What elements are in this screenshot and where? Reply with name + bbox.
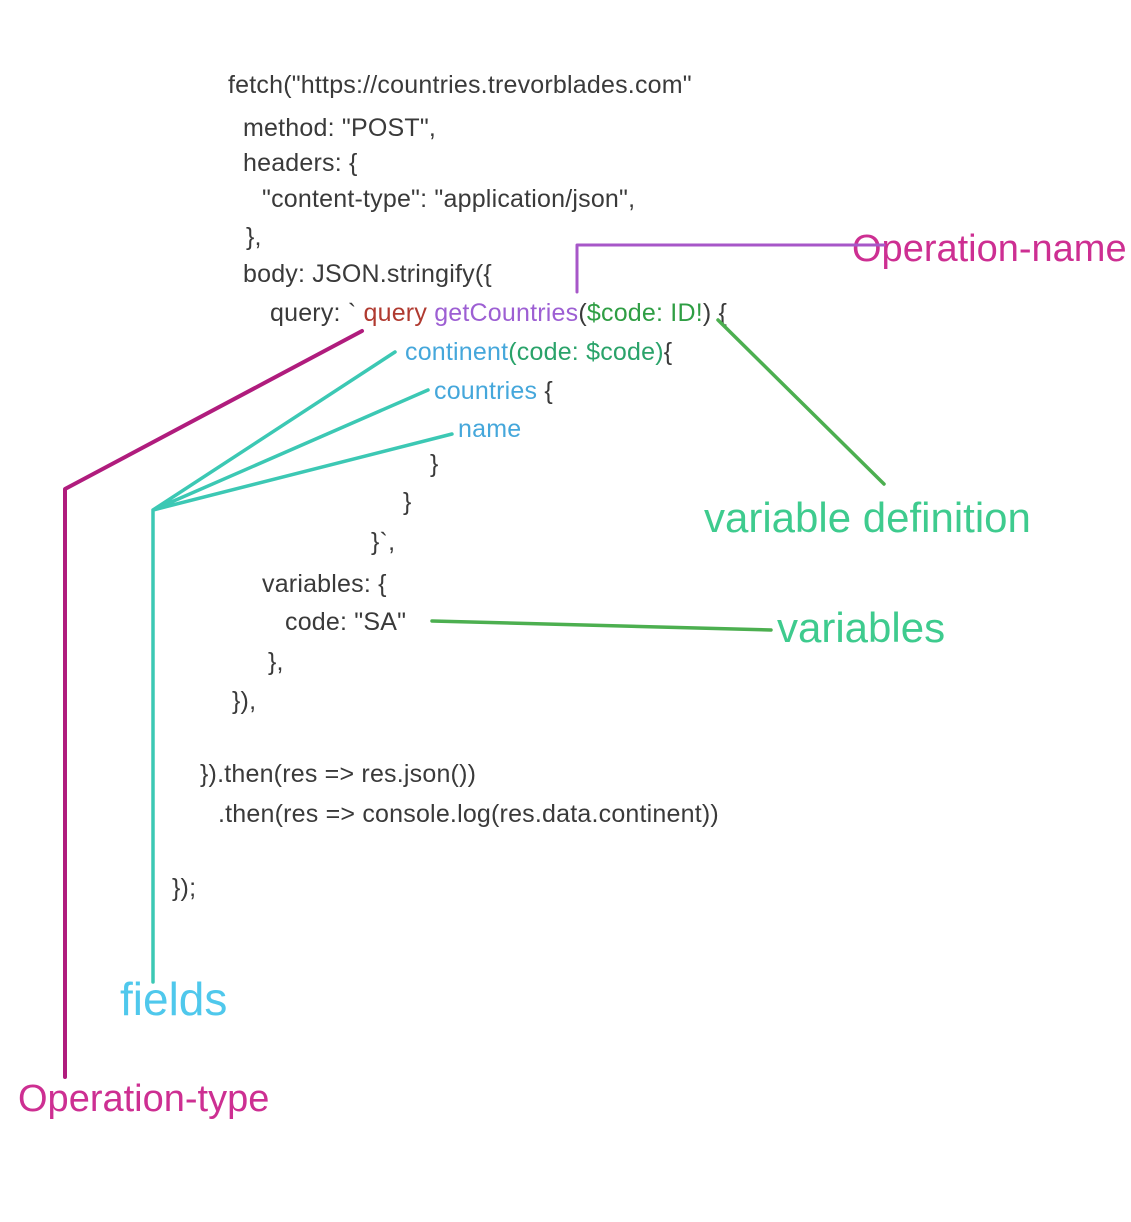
code-line-headers: headers: { <box>243 149 358 177</box>
code-line-body: body: JSON.stringify({ <box>243 260 492 288</box>
code-line-name: name <box>458 415 522 443</box>
operation-name-label: Operation-name <box>852 228 1127 270</box>
code-line-headers-close: }, <box>246 223 262 251</box>
code-line-content-type: "content-type": "application/json", <box>262 185 636 213</box>
code-line-method: method: "POST", <box>243 114 437 142</box>
operation-type-label: Operation-type <box>18 1078 270 1120</box>
variable-definition-label: variable definition <box>704 494 1031 541</box>
code-line-query: query: ` query getCountries($code: ID!) … <box>270 299 728 327</box>
code-line-fetch: fetch("https://countries.trevorblades.co… <box>228 71 692 99</box>
fields-label: fields <box>120 973 228 1025</box>
variables-label: variables <box>777 604 946 651</box>
